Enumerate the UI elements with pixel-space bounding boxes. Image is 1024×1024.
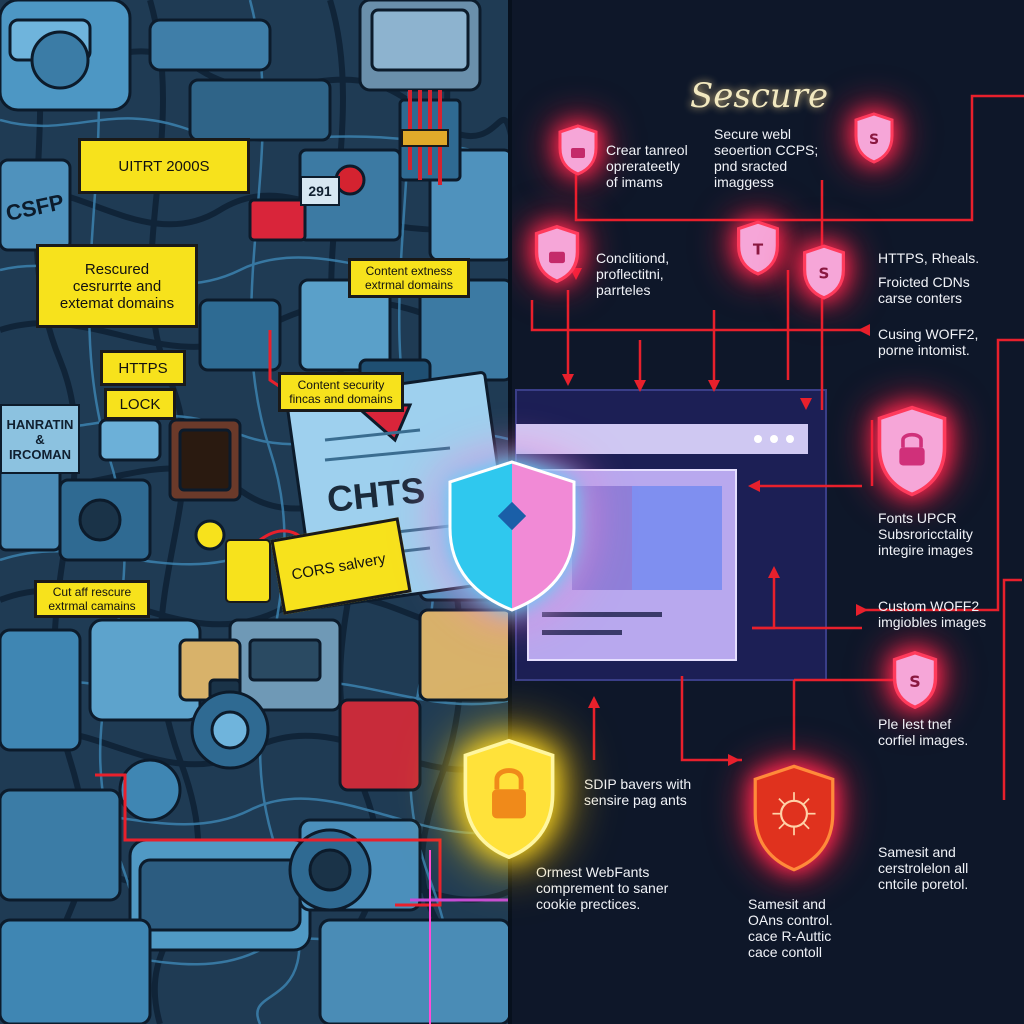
shield-s-glyph: S xyxy=(869,132,879,148)
shield-t-icon: T xyxy=(737,220,779,276)
label-cusing-woff2: Cusing WOFF2, porne intomist. xyxy=(878,326,979,358)
note-line: extrmal domains xyxy=(364,278,454,292)
note-lock: LOCK xyxy=(104,388,176,420)
note-content-external: Content extness extrmal domains xyxy=(348,258,470,298)
label-https-shells: HTTPS, Rheals. xyxy=(878,250,980,266)
note-lock-text: LOCK xyxy=(119,395,161,413)
lock-icon xyxy=(877,405,947,497)
label-ple-lest: Ple lest tnef corfiel images. xyxy=(878,716,969,748)
tag-line: IRCOMAN xyxy=(8,446,72,462)
tag-hanratin: HANRATIN & IRCOMAN xyxy=(0,404,80,474)
virus-shield-icon xyxy=(753,764,835,872)
shield-s-icon: S xyxy=(854,112,894,164)
label-samesit-cestrole: Samesit and cerstrolelon all cntcile por… xyxy=(878,844,969,892)
label-conditioned: Conclitiond, proflectitni, parrteles xyxy=(596,250,670,298)
note-line: extemat domains xyxy=(59,294,175,312)
lock-icon xyxy=(558,124,598,176)
shield-s-icon: S xyxy=(803,244,845,300)
label-samest-cao: Samesit and OAns control. cace R-Auttic … xyxy=(748,896,833,960)
note-line: Cut aff rescure xyxy=(52,585,132,599)
note-external-resources: Rescured cesrurrte and extemat domains xyxy=(36,244,198,328)
tag-line: HANRATIN xyxy=(6,416,74,432)
shield-s-glyph: S xyxy=(819,264,830,282)
tag-291: 291 xyxy=(300,176,340,206)
note-csp: Content security fincas and domains xyxy=(278,372,404,412)
tag-line: & xyxy=(35,431,45,447)
note-https-text: HTTPS xyxy=(118,359,168,377)
tag-291-text: 291 xyxy=(308,183,332,199)
cable-clutter-art xyxy=(0,0,512,1024)
note-line: Content security xyxy=(297,378,385,392)
note-line: extrmal camains xyxy=(48,599,136,613)
label-protected-cdns: Froicted CDNs carse conters xyxy=(878,274,970,306)
lock-icon xyxy=(463,738,555,860)
tag-csfp-text: CSFP xyxy=(3,189,67,226)
note-line: cesrurrte and xyxy=(72,277,162,295)
lock-icon xyxy=(534,224,580,284)
note-cut-all: Cut aff rescure extrmal camains xyxy=(34,580,150,618)
label-ormest-webfants: Ormest WebFants comprement to saner cook… xyxy=(536,864,669,912)
left-clutter-panel: UITRT 2000S Rescured cesrurrte and extem… xyxy=(0,0,512,1024)
note-line: Content extness xyxy=(365,264,453,278)
label-fonts-upcr: Fonts UPCR Subsroricctality integire ima… xyxy=(878,510,973,558)
label-clear-tamed: Crear tanreol oprerateetly of imams xyxy=(606,142,688,190)
label-custom-woff2: Custom WOFF2 imgiobles images xyxy=(878,598,987,630)
shield-s-icon: S xyxy=(892,650,938,710)
label-sdip-bavers: SDIP bavers with sensire pag ants xyxy=(584,776,692,808)
note-utrt-text: UITRT 2000S xyxy=(118,157,210,175)
page-title: Sescure xyxy=(690,76,829,116)
central-shield-icon xyxy=(448,460,576,612)
right-secure-panel: Sescure S T S S xyxy=(512,0,1024,1024)
shield-t-glyph: T xyxy=(753,240,764,258)
note-https: HTTPS xyxy=(100,350,186,386)
note-utrt: UITRT 2000S xyxy=(78,138,250,194)
note-line: fincas and domains xyxy=(289,392,393,406)
note-cors-text: CORS salvery xyxy=(290,549,387,584)
shield-s-glyph: S xyxy=(909,672,920,691)
label-secure-web: Secure webl seoertion CCPS; pnd sracted … xyxy=(714,126,819,190)
note-line: Rescured xyxy=(84,260,150,278)
tag-chts-text: CHTS xyxy=(325,468,427,521)
